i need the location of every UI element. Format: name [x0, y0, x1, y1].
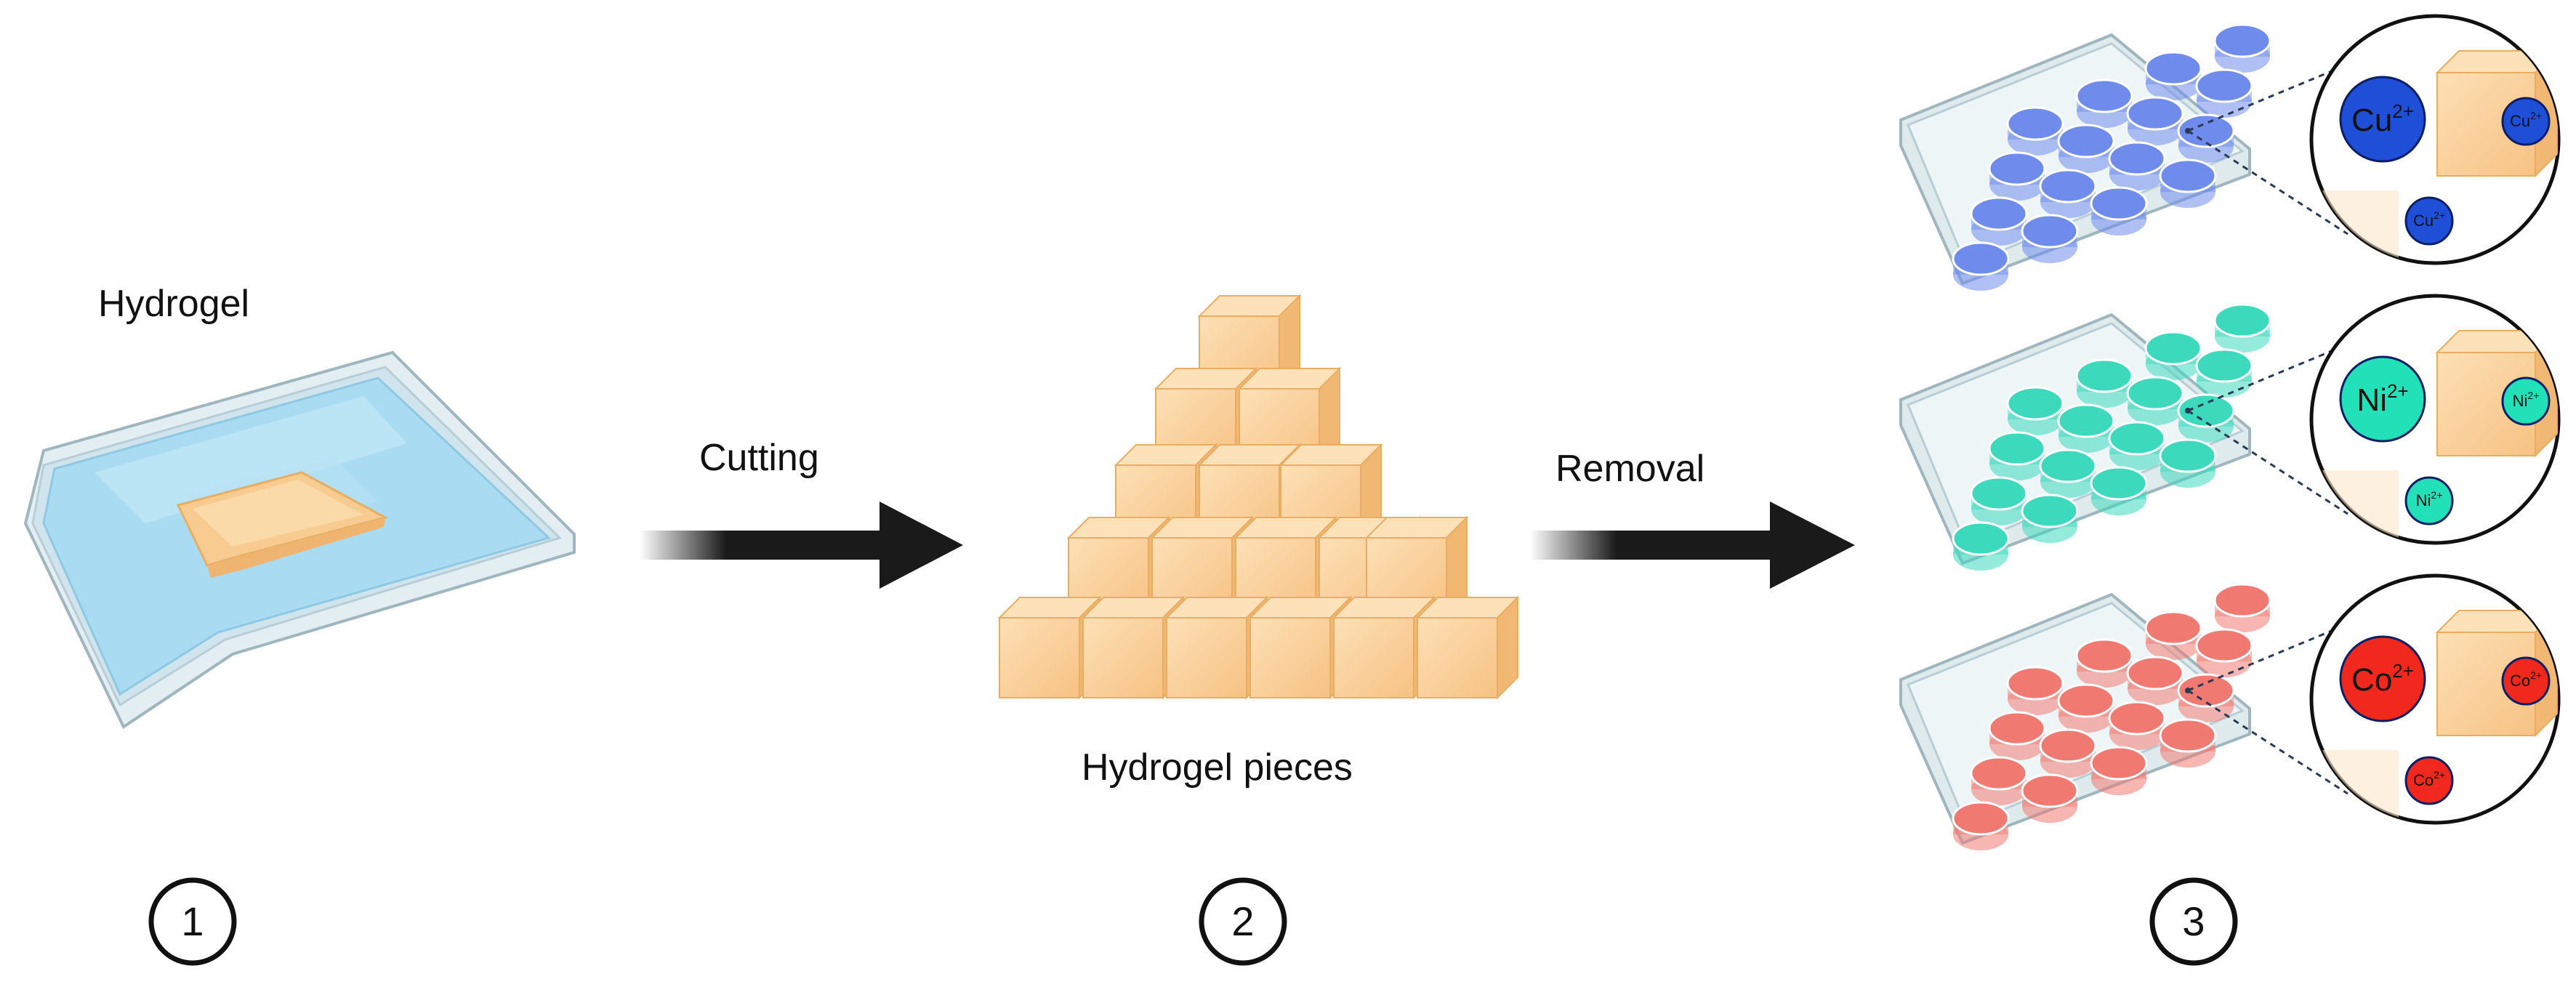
well-plate-ni — [1899, 303, 2348, 571]
well — [2021, 214, 2079, 263]
well-plate-co — [1899, 583, 2348, 850]
removal-arrow — [1530, 501, 1855, 589]
well — [2126, 96, 2184, 145]
well — [1952, 241, 2010, 291]
well — [2039, 169, 2097, 218]
well — [1970, 196, 2028, 246]
ion-label: Co2+ — [2510, 669, 2542, 690]
step-1-marker: 1 — [148, 877, 237, 966]
well — [2108, 701, 2166, 750]
well — [2006, 386, 2064, 435]
step-2-number: 2 — [1231, 898, 1254, 944]
ion-large: Cu2+ — [2339, 76, 2426, 163]
ion-label: Ni2+ — [2356, 380, 2408, 418]
well — [2126, 376, 2184, 425]
ion-label: Co2+ — [2351, 660, 2414, 698]
removal-label: Removal — [1555, 448, 1704, 490]
step-1-number: 1 — [181, 898, 204, 944]
ion-small: Co2+ — [2501, 656, 2551, 706]
well — [1988, 151, 2046, 201]
well — [2090, 746, 2148, 795]
well — [2021, 494, 2079, 543]
well — [2177, 113, 2235, 163]
well-plate-cu — [1899, 23, 2348, 291]
well — [2039, 448, 2097, 498]
ion-label: Cu2+ — [2413, 209, 2445, 230]
cutting-arrow — [640, 501, 963, 589]
well — [2195, 348, 2253, 398]
well — [2195, 628, 2253, 677]
zoom-circle-ni: Ni2+ Ni2+ Ni2+ — [2309, 294, 2561, 545]
gel-cube — [1415, 595, 1520, 700]
well — [2144, 51, 2202, 100]
well — [2144, 611, 2202, 660]
hydrogel-tray — [23, 350, 576, 729]
well — [2195, 68, 2253, 118]
step-2-marker: 2 — [1199, 877, 1287, 966]
well — [2159, 718, 2217, 768]
well — [2057, 124, 2115, 173]
well — [2213, 303, 2271, 352]
ion-label: Co2+ — [2413, 769, 2445, 789]
well — [1970, 476, 2028, 525]
well — [1952, 801, 2010, 850]
well — [2177, 393, 2235, 443]
zoom-circle-cu: Cu2+ Cu2+ Cu2+ — [2309, 14, 2561, 265]
well — [2090, 186, 2148, 235]
well — [2057, 403, 2115, 453]
well — [1970, 756, 2028, 805]
well — [1952, 521, 2010, 571]
ion-large: Co2+ — [2339, 635, 2426, 722]
ion-label: Cu2+ — [2351, 100, 2414, 138]
ion-small: Ni2+ — [2404, 476, 2454, 525]
ion-label: Cu2+ — [2510, 110, 2542, 130]
well — [2075, 78, 2133, 128]
well — [2213, 23, 2271, 73]
ion-large: Ni2+ — [2339, 355, 2426, 443]
well — [2108, 141, 2166, 190]
step-3-number: 3 — [2182, 898, 2205, 944]
well — [2159, 158, 2217, 208]
well-plates: Cu2+ Cu2+ Cu2+ Ni2+ Ni2+ Ni2+ Co2+ Co2+ Co2+ — [1899, 14, 2561, 850]
hydrogel-pieces-pyramid — [997, 294, 1520, 700]
zoom-circle-co: Co2+ Co2+ Co2+ — [2309, 573, 2561, 825]
ion-small: Cu2+ — [2404, 196, 2454, 246]
ion-small: Ni2+ — [2501, 376, 2551, 426]
well — [2021, 773, 2079, 823]
ion-small: Cu2+ — [2501, 97, 2551, 146]
well — [2144, 331, 2202, 380]
cutting-label: Cutting — [699, 437, 819, 479]
well — [2126, 656, 2184, 705]
well — [2075, 358, 2133, 408]
well — [2075, 638, 2133, 688]
well — [2006, 666, 2064, 715]
ion-small: Co2+ — [2404, 756, 2454, 805]
well — [2090, 466, 2148, 515]
well — [2057, 683, 2115, 733]
well — [2108, 421, 2166, 470]
ion-label: Ni2+ — [2513, 390, 2540, 410]
step-3-marker: 3 — [2149, 877, 2238, 966]
hydrogel-label: Hydrogel — [98, 283, 249, 325]
well — [2039, 728, 2097, 778]
well — [2213, 583, 2271, 632]
well — [2159, 438, 2217, 488]
ion-label: Ni2+ — [2416, 489, 2443, 509]
well — [1988, 711, 2046, 760]
hydrogel-pieces-label: Hydrogel pieces — [1082, 746, 1353, 789]
well — [2177, 673, 2235, 722]
well — [2006, 106, 2064, 156]
well — [1988, 431, 2046, 480]
